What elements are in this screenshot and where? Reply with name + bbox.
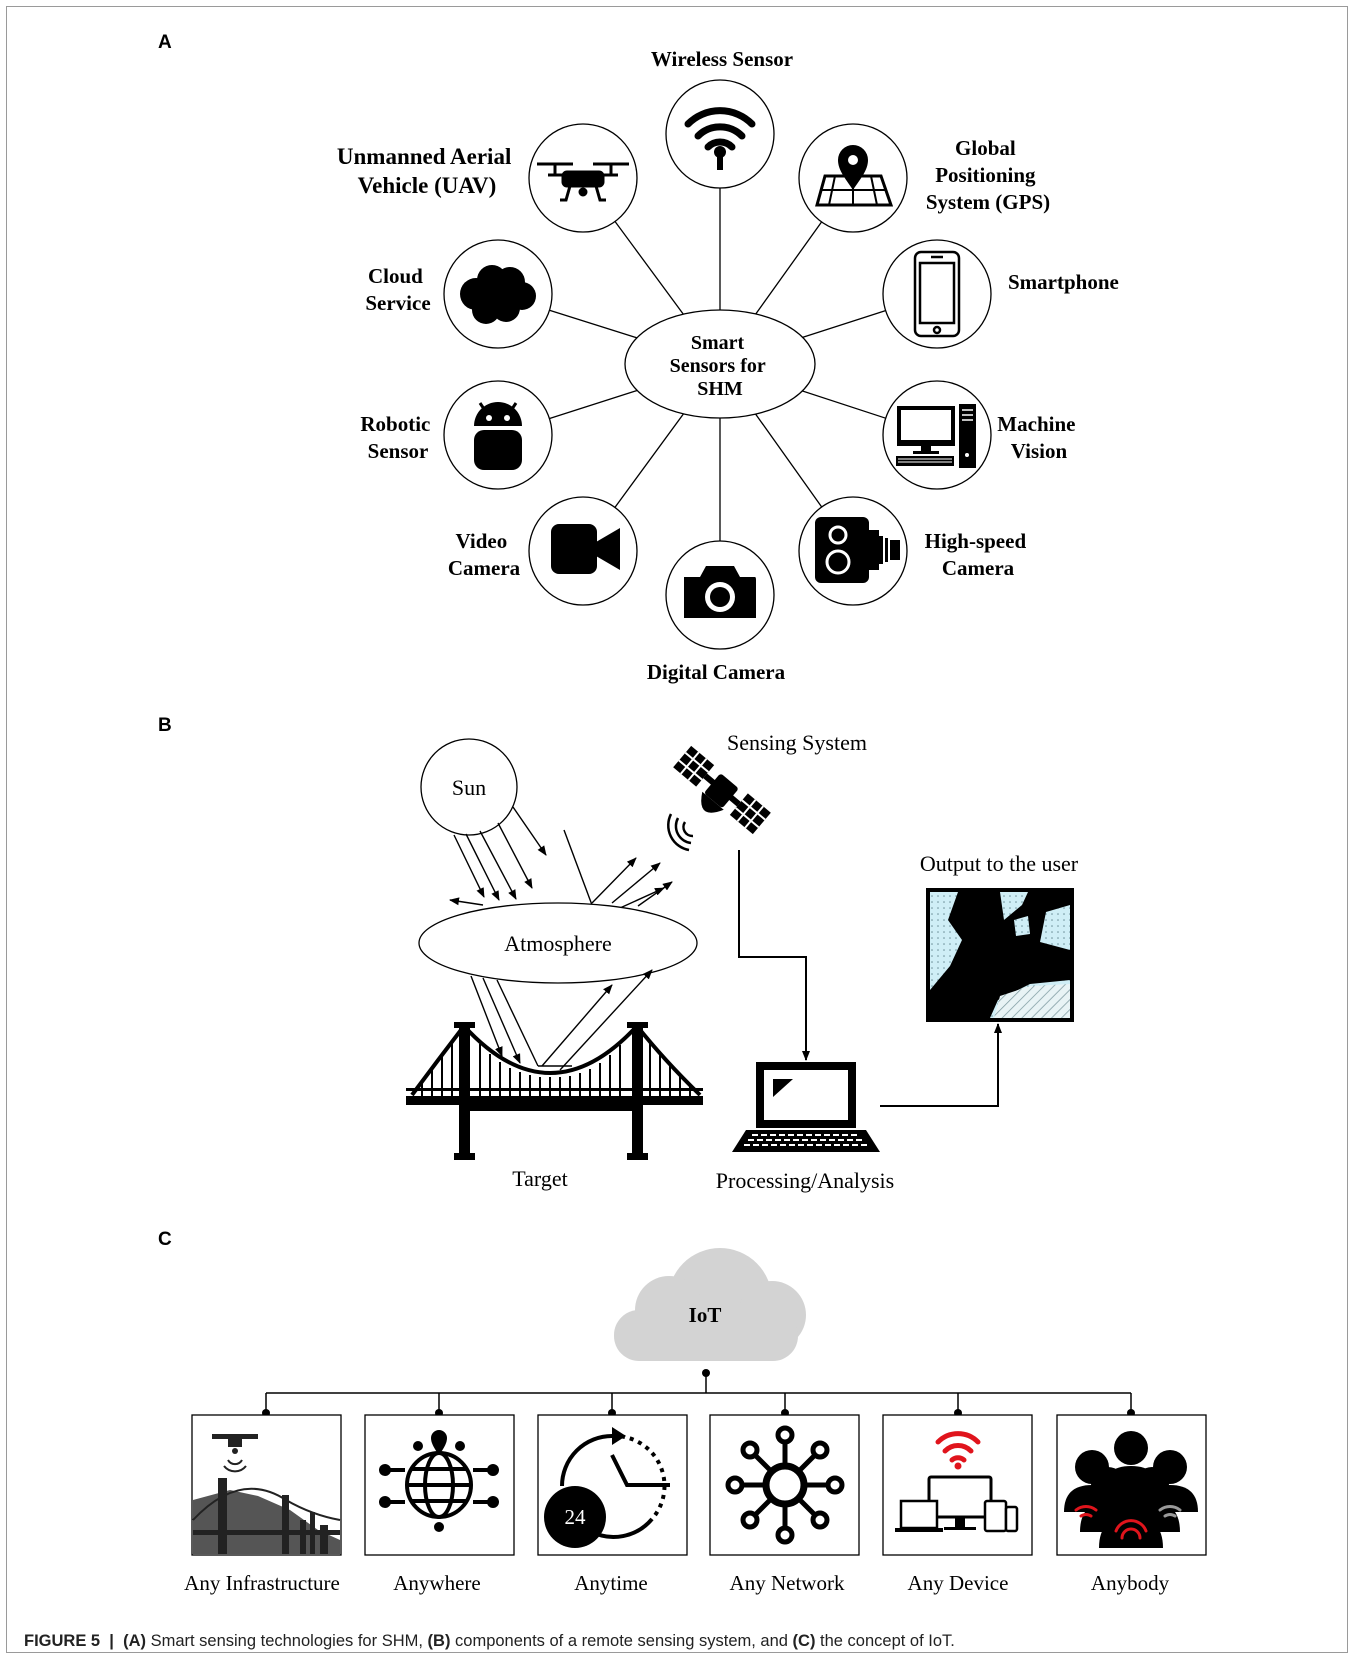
video-camera-node: Video Camera [448, 496, 638, 606]
machine-vision-label: Machine Vision [997, 412, 1080, 463]
robotic-sensor-node: Robotic Sensor [360, 380, 553, 490]
panel-a-letter: A [158, 32, 172, 53]
iot-cloud [614, 1248, 806, 1361]
computer-icon [896, 404, 976, 468]
caption-c-tag: (C) [792, 1632, 816, 1650]
photo-camera-icon [684, 566, 756, 618]
anybody-label: Anybody [1091, 1571, 1170, 1595]
digital-camera-label: Digital Camera [647, 660, 786, 684]
figure-frame [6, 6, 1348, 1653]
iot-label: IoT [689, 1303, 722, 1327]
target-rays [470, 969, 653, 1071]
any-network-label: Any Network [730, 1571, 845, 1595]
devices-wifi-icon [895, 1431, 1019, 1533]
caption-a-text: Smart sensing technologies for SHM, [145, 1632, 428, 1650]
smartphone-icon [913, 250, 961, 338]
panel-c: C IoT [158, 1229, 1207, 1595]
processing-label: Processing/Analysis [716, 1168, 894, 1193]
smartphone-node: Smartphone [882, 239, 1119, 349]
digital-camera-node: Digital Camera [647, 540, 786, 684]
downlink-arrow [738, 850, 810, 1061]
cloud-service-label: Cloud Service [365, 264, 430, 315]
panel-c-letter: C [158, 1229, 172, 1250]
figure-caption: FIGURE 5 | (A) Smart sensing technologie… [24, 1632, 1324, 1651]
clock-number: 24 [565, 1505, 587, 1529]
caption-c-text: the concept of IoT. [815, 1632, 955, 1650]
iot-connectors [265, 1373, 1132, 1413]
panel-b: B Sun Atmosphere [158, 715, 1079, 1193]
uav-node: Unmanned Aerial Vehicle (UAV) [337, 123, 638, 233]
satellite-icon [673, 745, 771, 835]
people-group-icon [1064, 1431, 1198, 1548]
clock-24-icon [544, 1427, 670, 1548]
cloud-icon [460, 265, 536, 324]
bridge-drone-icon [192, 1434, 341, 1554]
output-label: Output to the user [920, 851, 1079, 876]
iot-item-labels: Any Infrastructure Anywhere Anytime Any … [184, 1571, 1169, 1595]
anytime-label: Anytime [574, 1571, 648, 1595]
atmosphere-node [418, 902, 698, 984]
caption-b-tag: (B) [427, 1632, 451, 1650]
smartphone-label: Smartphone [1008, 270, 1119, 294]
target-label: Target [512, 1166, 567, 1191]
people-signal-icons [1074, 1505, 1182, 1540]
any-device-label: Any Device [908, 1571, 1009, 1595]
sun-label: Sun [452, 775, 486, 800]
sensing-system-label: Sensing System [727, 730, 867, 755]
wifi-icon [684, 107, 756, 151]
map-pin-icon [815, 145, 894, 207]
high-speed-camera-icon [815, 517, 900, 583]
wireless-sensor-node: Wireless Sensor [651, 47, 793, 189]
drone-icon [537, 162, 629, 202]
center-node [624, 309, 816, 419]
machine-vision-node: Machine Vision [882, 380, 1080, 490]
output-arrow [880, 1023, 1002, 1107]
gps-label: Global Positioning System (GPS) [926, 136, 1050, 214]
panel-b-letter: B [158, 715, 172, 736]
signal-waves-icon [667, 813, 694, 852]
solar-rays [449, 806, 673, 909]
laptop-icon [732, 1062, 880, 1152]
robotic-sensor-label: Robotic Sensor [360, 412, 435, 463]
network-hub-icon [725, 1425, 845, 1545]
caption-figure-number: FIGURE 5 [24, 1632, 101, 1650]
any-infrastructure-label: Any Infrastructure [184, 1571, 340, 1595]
globe-pin-markers [379, 1430, 499, 1532]
anywhere-label: Anywhere [393, 1571, 480, 1595]
gps-node: Global Positioning System (GPS) [798, 123, 1050, 233]
wireless-sensor-label: Wireless Sensor [651, 47, 793, 71]
caption-separator: | [100, 1632, 124, 1650]
atmosphere-label: Atmosphere [504, 931, 612, 956]
sun-node [420, 738, 518, 836]
cloud-service-node: Cloud Service [365, 239, 553, 349]
high-speed-camera-node: High-speed Camera [798, 496, 1032, 606]
video-camera-icon [551, 524, 620, 574]
output-map [926, 888, 1074, 1022]
high-speed-camera-label: High-speed Camera [925, 529, 1032, 580]
video-camera-label: Video Camera [448, 529, 521, 580]
uav-label: Unmanned Aerial Vehicle (UAV) [337, 144, 517, 198]
caption-a-tag: (A) [123, 1632, 146, 1650]
caption-b-text: components of a remote sensing system, a… [450, 1632, 793, 1650]
iot-boxes [191, 1414, 1207, 1556]
bridge-icon [406, 1022, 703, 1160]
center-label: Smart Sensors for SHM [670, 332, 771, 400]
robot-icon [474, 402, 522, 470]
panel-a: A Smart Sensors for SHM [158, 32, 1119, 684]
